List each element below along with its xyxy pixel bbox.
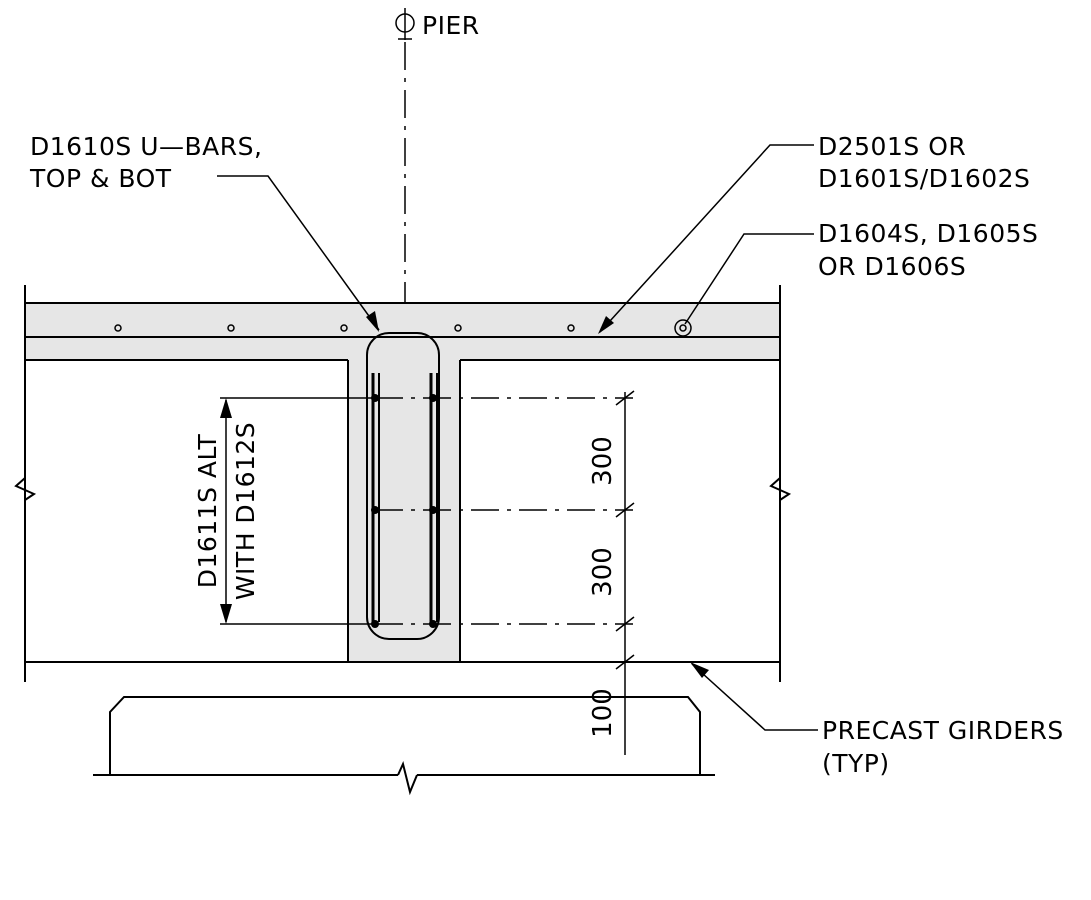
deck-bars-label-1: D2501S OR bbox=[818, 132, 966, 161]
deck-bars-label-2: D1601S/D1602S bbox=[818, 164, 1030, 193]
girders-arrow-icon bbox=[690, 662, 709, 678]
dimension-girder-offset: 100 bbox=[588, 688, 618, 738]
dimension-tick bbox=[615, 616, 635, 632]
strand-bar-ring bbox=[674, 319, 692, 337]
strand-label-1: D1604S, D1605S bbox=[818, 219, 1038, 248]
dimension-tick bbox=[615, 390, 635, 406]
dimension-tick bbox=[615, 502, 635, 518]
left-break-icon bbox=[14, 477, 37, 501]
arrow-down-icon bbox=[220, 604, 232, 624]
strand-label-2: OR D1606S bbox=[818, 252, 966, 281]
pier-cap-outline bbox=[109, 696, 701, 775]
vertical-bars-label-1: D1611S ALT bbox=[193, 434, 222, 589]
pier-label: PIER bbox=[422, 11, 480, 40]
girders-label-1: PRECAST GIRDERS bbox=[822, 716, 1064, 745]
deck-bar bbox=[567, 324, 575, 332]
ubars-leader bbox=[217, 175, 380, 331]
deck-bar bbox=[454, 324, 462, 332]
strand-bar bbox=[679, 324, 687, 332]
diaphragm-outline bbox=[347, 360, 461, 663]
ubars-label-2: TOP & BOT bbox=[29, 164, 172, 193]
deck-bar bbox=[227, 324, 235, 332]
vertical-bars-label-2: WITH D1612S bbox=[231, 422, 260, 600]
deck-bar bbox=[340, 324, 348, 332]
deck-bars-leader bbox=[599, 144, 814, 333]
deck-bar bbox=[114, 324, 122, 332]
dimension-upper: 300 bbox=[588, 436, 618, 486]
ubars-label-1: D1610S U—BARS, bbox=[30, 132, 262, 161]
right-break-icon bbox=[769, 477, 792, 501]
deck-slab bbox=[24, 302, 781, 361]
centerline-icon bbox=[395, 8, 415, 40]
arrow-up-icon bbox=[220, 398, 232, 418]
dimension-lower: 300 bbox=[588, 547, 618, 597]
deck-bars-arrow-icon bbox=[598, 316, 614, 334]
pier-cap-break-icon bbox=[397, 760, 418, 796]
dimension-tick bbox=[615, 654, 635, 670]
girders-leader bbox=[691, 663, 818, 731]
girders-label-2: (TYP) bbox=[822, 749, 890, 778]
strand-leader bbox=[684, 233, 814, 325]
ubars-arrow-icon bbox=[366, 311, 379, 332]
u-bar-stirrup bbox=[366, 332, 440, 640]
